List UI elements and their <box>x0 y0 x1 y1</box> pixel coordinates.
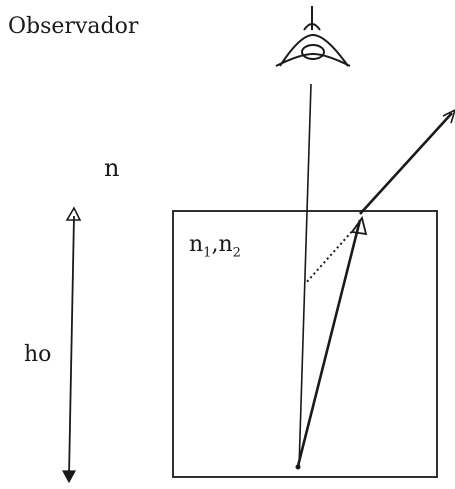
virtual-ray-extension <box>304 227 356 285</box>
incident-ray-arrowhead <box>350 215 368 236</box>
n1-subscript: 1 <box>203 245 212 261</box>
height-arrow <box>68 215 75 477</box>
height-arrow-bottom-head <box>61 470 77 484</box>
n2-symbol: n <box>218 232 233 257</box>
eye-icon <box>275 6 351 67</box>
observer-label: Observador <box>8 14 139 39</box>
n2-subscript: 2 <box>232 245 241 261</box>
height-arrow-top-head <box>65 206 82 221</box>
refracted-ray <box>359 112 453 215</box>
height-label: ho <box>24 342 52 367</box>
n1-symbol: n <box>189 232 204 257</box>
incident-ray <box>296 219 362 467</box>
object-point <box>295 464 301 470</box>
block-index-label: n1,n2 <box>189 232 241 260</box>
refracted-ray-arrowhead <box>442 109 455 124</box>
medium-block <box>172 210 438 478</box>
index-separator: , <box>211 232 219 257</box>
outer-medium-index-label: n <box>104 154 120 182</box>
normal-line <box>298 83 312 469</box>
